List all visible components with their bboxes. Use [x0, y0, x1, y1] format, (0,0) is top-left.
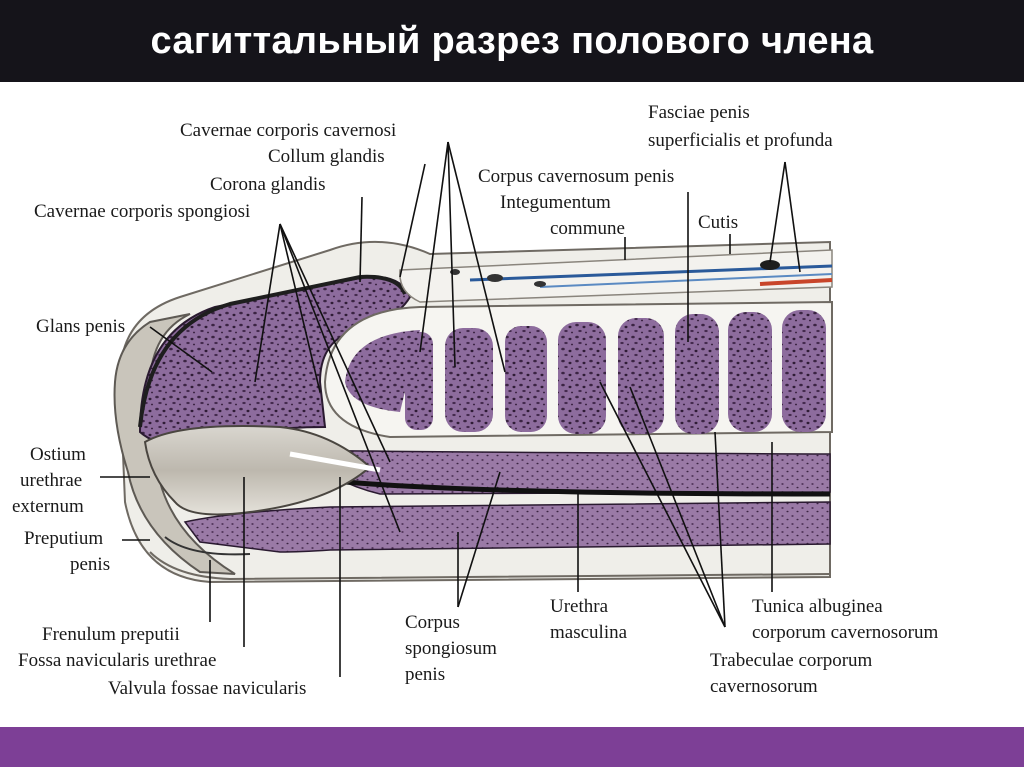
bottom-accent-bar [0, 727, 1024, 767]
label-cavernae-corporis-spongiosi: Cavernae corporis spongiosi [34, 201, 250, 223]
corpus-spongiosum-lower [185, 502, 830, 552]
label-corpus-cavernosum-penis: Corpus cavernosum penis [478, 166, 674, 188]
label-urethra-line2: masculina [550, 622, 627, 644]
label-corpus-spongiosum-line1: Corpus [405, 612, 460, 634]
label-ostium-line1: Ostium [30, 444, 86, 466]
label-corpus-spongiosum-line2: spongiosum [405, 638, 497, 660]
label-trabeculae-line2: cavernosorum [710, 676, 818, 698]
label-tunica-line1: Tunica albuginea [752, 596, 883, 618]
slide-title: сагиттальный разрез полового члена [0, 0, 1024, 82]
label-urethra-line1: Urethra [550, 596, 608, 618]
label-trabeculae-line1: Trabeculae corporum [710, 650, 872, 672]
label-cavernae-corporis-cavernosi: Cavernae corporis cavernosi [180, 120, 396, 142]
label-integumentum-line2: commune [550, 218, 625, 240]
label-cutis: Cutis [698, 212, 738, 234]
label-frenulum-preputii: Frenulum preputii [42, 624, 180, 646]
label-fossa-navicularis: Fossa navicularis urethrae [18, 650, 216, 672]
label-fasciae-penis-line2: superficialis et profunda [648, 130, 833, 152]
label-collum-glandis: Collum glandis [268, 146, 385, 168]
label-tunica-line2: corporum cavernosorum [752, 622, 938, 644]
label-ostium-line2: urethrae [20, 470, 82, 492]
label-glans-penis: Glans penis [36, 316, 125, 338]
label-corpus-spongiosum-line3: penis [405, 664, 445, 686]
label-valvula-fossae: Valvula fossae navicularis [108, 678, 306, 700]
label-corona-glandis: Corona glandis [210, 174, 326, 196]
label-ostium-line3: externum [12, 496, 84, 518]
label-integumentum-line1: Integumentum [500, 192, 611, 214]
sagittal-section-figure: Cavernae corporis cavernosi Collum gland… [0, 82, 1024, 727]
label-preputium-line1: Preputium [24, 528, 103, 550]
label-preputium-line2: penis [70, 554, 110, 576]
label-fasciae-penis-line1: Fasciae penis [648, 102, 750, 124]
